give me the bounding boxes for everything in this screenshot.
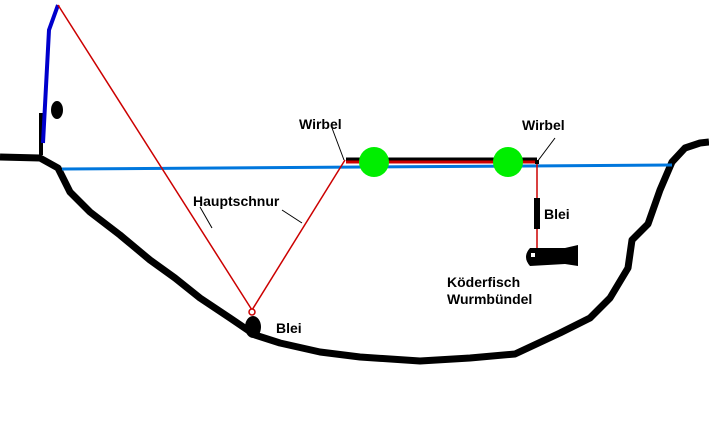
- right-sinker-label: Blei: [544, 206, 570, 222]
- bait-label-worms: Wurmbündel: [447, 291, 533, 307]
- swivel-pointer-right: [536, 137, 556, 163]
- bottom-sinker-icon: [245, 316, 261, 338]
- bait-label-fish: Köderfisch: [447, 274, 521, 290]
- bait-fish-icon: [526, 245, 578, 266]
- right-sinker-icon: [534, 198, 540, 229]
- swivel-label-right: Wirbel: [522, 117, 565, 133]
- lakebed-outline: [0, 138, 709, 365]
- bait-fish-eye: [531, 253, 535, 257]
- bottom-sinker-label: Blei: [276, 320, 302, 336]
- float-left: [359, 147, 389, 177]
- float-right: [493, 147, 523, 177]
- main-line-label: Hauptschnur: [193, 193, 280, 209]
- fishing-rod: [41, 4, 60, 144]
- swivel-pointer-left: [331, 127, 345, 161]
- main-line-pointer-left: [199, 206, 213, 229]
- main-line-down: [57, 4, 253, 311]
- bottom-swivel: [248, 308, 256, 316]
- swivel-label-left: Wirbel: [299, 116, 342, 132]
- main-line-up: [251, 159, 346, 311]
- reel-icon: [51, 101, 63, 119]
- right-swivel: [535, 160, 539, 164]
- main-line-pointer-right: [281, 209, 303, 224]
